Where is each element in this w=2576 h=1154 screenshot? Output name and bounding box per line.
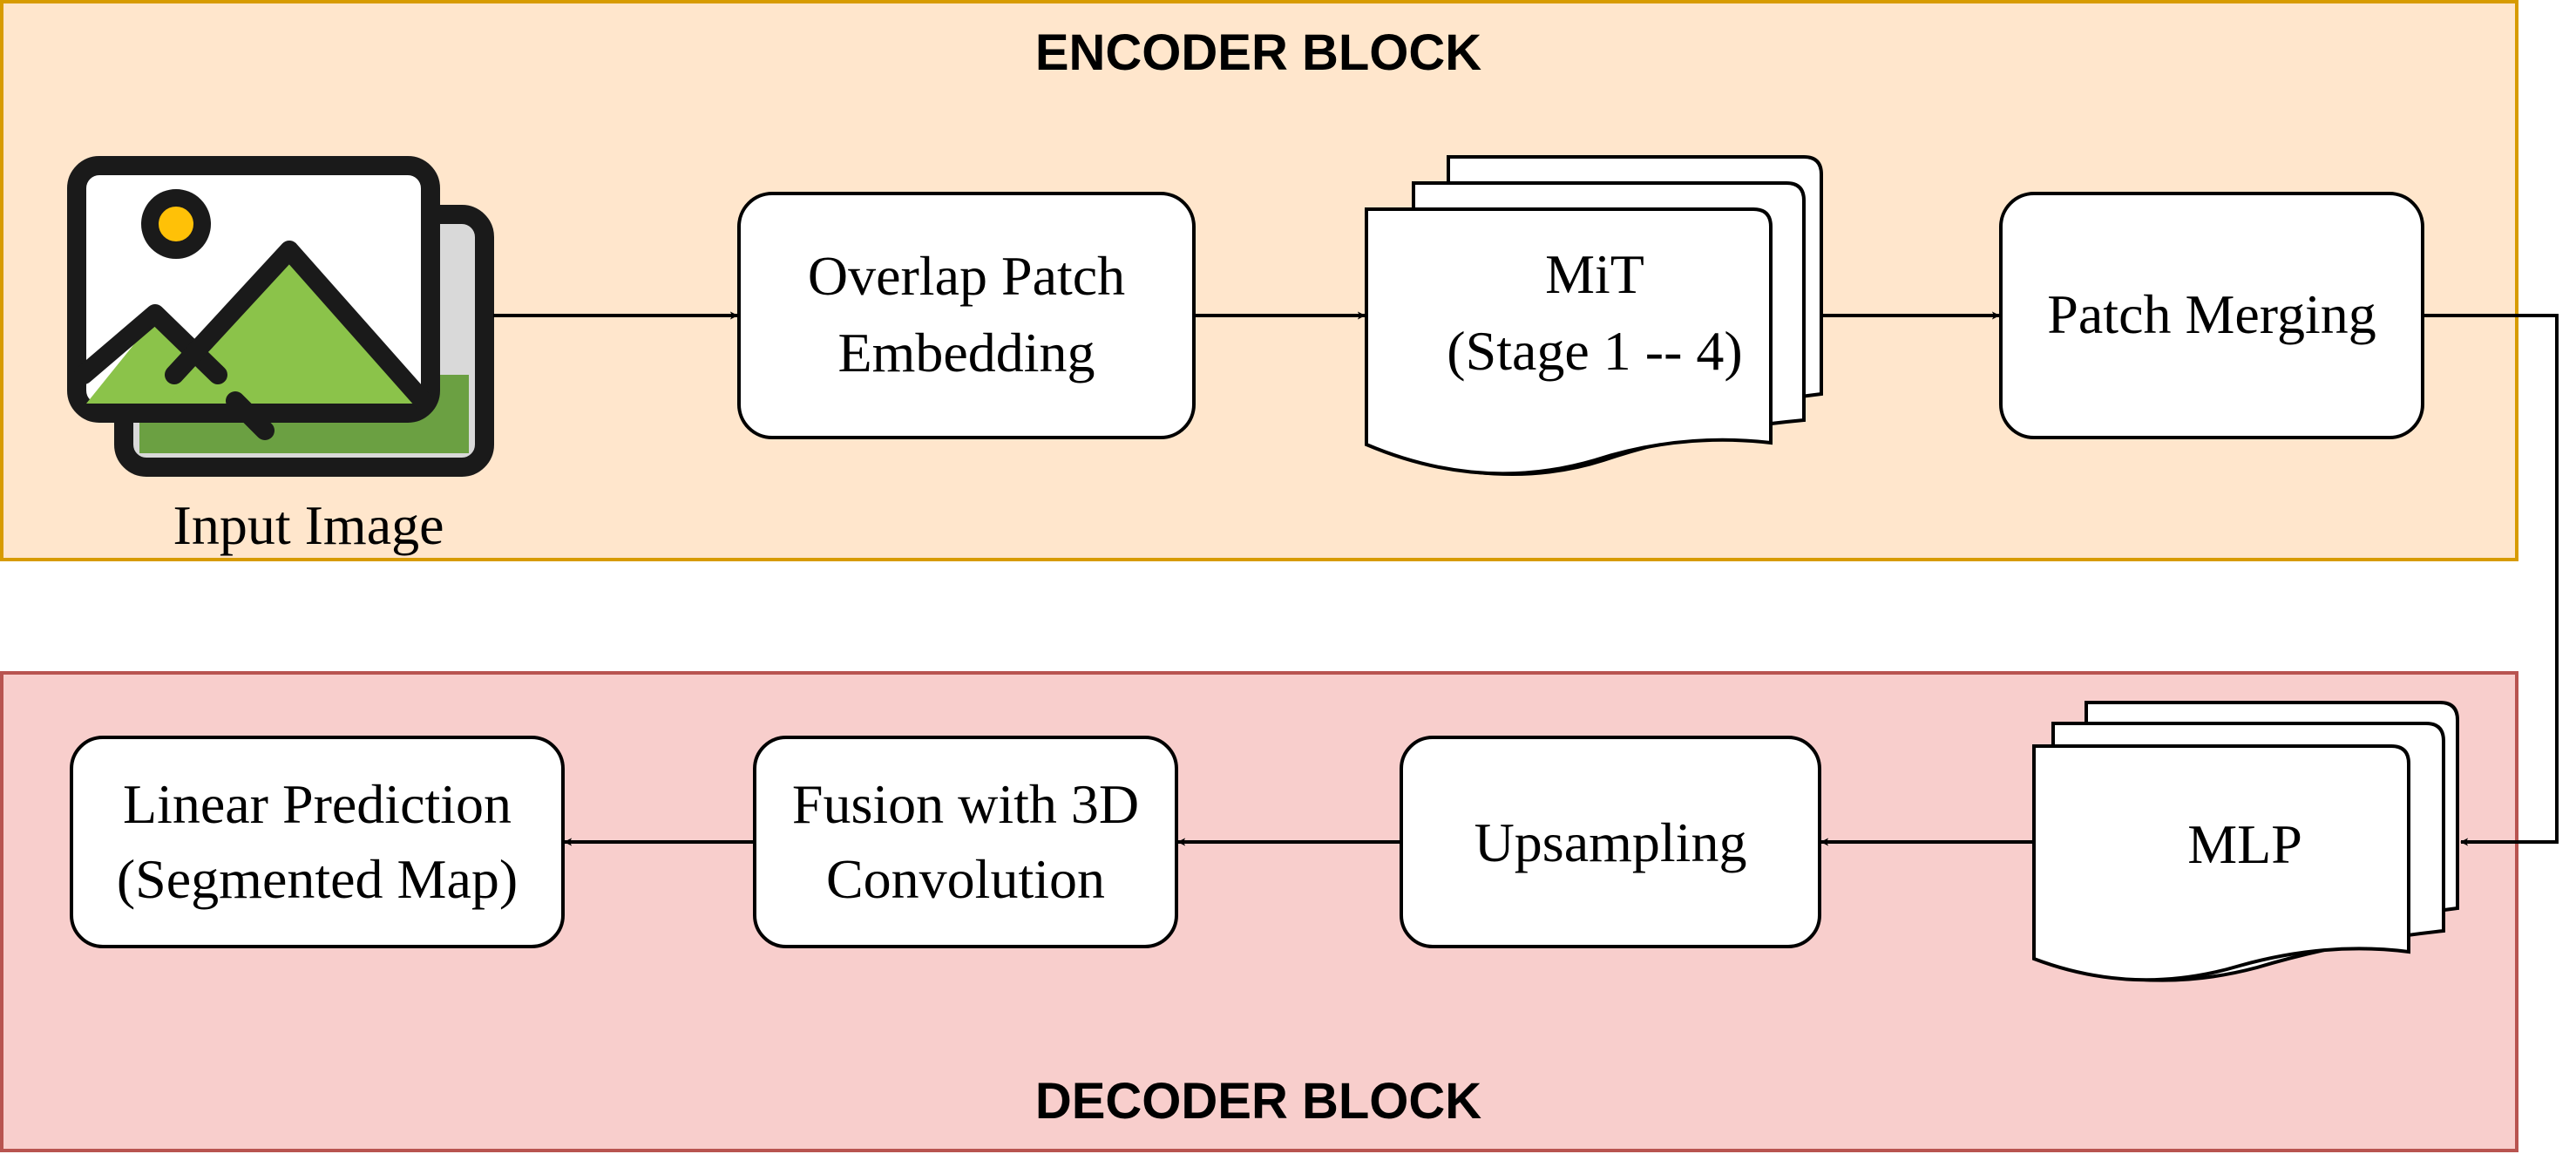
upsampling-node: Upsampling xyxy=(1400,736,1821,948)
fusion-3d-convolution-node: Fusion with 3D Convolution xyxy=(753,736,1178,948)
connectors xyxy=(493,311,2559,846)
input-image-label: Input Image xyxy=(173,494,444,556)
patch-merging-label: Patch Merging xyxy=(2047,283,2376,345)
overlap-patch-embedding-node: Overlap Patch Embedding xyxy=(737,192,1196,439)
upsampling-label: Upsampling xyxy=(1474,811,1747,873)
encoder-block-title: ENCODER BLOCK xyxy=(1035,24,1481,81)
linear-prediction-node: Linear Prediction (Segmented Map) xyxy=(70,736,565,948)
mlp-node: MLP xyxy=(2032,701,2459,982)
decoder-block-title: DECODER BLOCK xyxy=(1035,1073,1481,1130)
mit-line-1: MiT xyxy=(1545,243,1644,305)
mlp-label: MLP xyxy=(2187,813,2302,875)
linear-prediction-line-1: Linear Prediction xyxy=(123,773,512,835)
patch-merging-node: Patch Merging xyxy=(1999,192,2424,439)
fusion-line-2: Convolution xyxy=(826,848,1105,910)
linear-prediction-line-2: (Segmented Map) xyxy=(117,848,518,910)
arrow-patch-merging-to-mlp xyxy=(2423,314,2559,846)
image-icon xyxy=(67,156,494,477)
overlap-patch-line-2: Embedding xyxy=(837,322,1095,384)
mit-line-2: (Stage 1 -- 4) xyxy=(1447,320,1742,382)
fusion-line-1: Fusion with 3D xyxy=(792,773,1139,835)
mit-node: MiT (Stage 1 -- 4) xyxy=(1365,155,1823,476)
overlap-patch-line-1: Overlap Patch xyxy=(808,245,1125,307)
